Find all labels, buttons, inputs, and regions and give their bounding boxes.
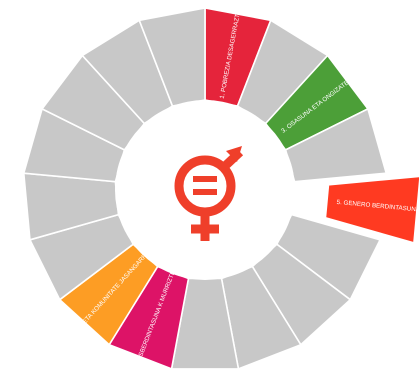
equal-sign-top: [193, 176, 217, 182]
goal-segment-5[interactable]: [324, 175, 419, 244]
gender-arrow-head: [226, 146, 242, 162]
equal-sign-bottom: [193, 189, 217, 195]
center-hub: [115, 100, 295, 280]
wheel-segments: [22, 7, 419, 370]
